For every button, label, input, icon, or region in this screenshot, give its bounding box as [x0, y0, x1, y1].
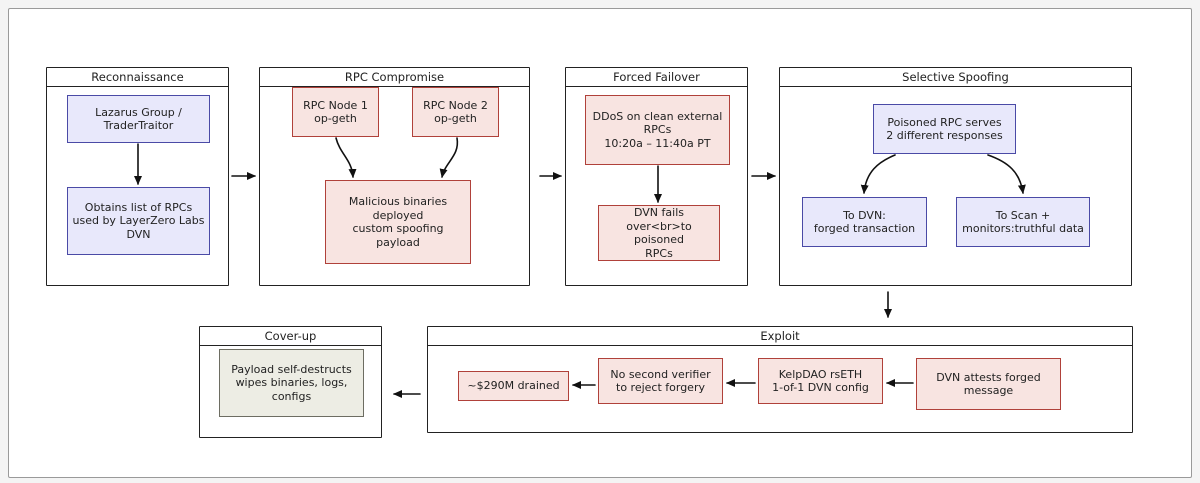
- node-payload-destructs: Payload self-destructs wipes binaries, l…: [219, 349, 364, 417]
- group-divider: [566, 86, 747, 87]
- group-divider: [200, 345, 381, 346]
- group-forced-failover: Forced Failover: [565, 67, 748, 286]
- node-obtains-rpcs: Obtains list of RPCs used by LayerZero L…: [67, 187, 210, 255]
- group-title-cover-up: Cover-up: [264, 329, 317, 343]
- group-selective-spoofing: Selective Spoofing: [779, 67, 1132, 286]
- group-divider: [260, 86, 529, 87]
- node-no-second-verifier: No second verifier to reject forgery: [598, 358, 723, 404]
- node-rpc-node-1: RPC Node 1 op-geth: [292, 87, 379, 137]
- arrow-rpc2-to-binaries: [439, 137, 459, 178]
- node-dvn-fails: DVN fails over<br>to poisoned RPCs: [598, 205, 720, 261]
- node-drained: ~$290M drained: [458, 371, 569, 401]
- node-rpc-node-2: RPC Node 2 op-geth: [412, 87, 499, 137]
- group-title-rpc-compromise: RPC Compromise: [344, 70, 445, 84]
- group-divider: [428, 345, 1132, 346]
- node-to-scan: To Scan + monitors:truthful data: [956, 197, 1090, 247]
- group-title-exploit: Exploit: [760, 329, 800, 343]
- group-divider: [780, 86, 1131, 87]
- group-cover-up: Cover-up: [199, 326, 382, 438]
- group-title-forced-failover: Forced Failover: [613, 70, 700, 84]
- group-title-selective-spoofing: Selective Spoofing: [902, 70, 1009, 84]
- node-poisoned-rpc: Poisoned RPC serves 2 different response…: [873, 104, 1016, 154]
- group-reconnaissance: Reconnaissance: [46, 67, 229, 286]
- arrow-poisoned-to-scan: [987, 154, 1026, 194]
- group-exploit: Exploit: [427, 326, 1133, 433]
- node-to-dvn: To DVN: forged transaction: [802, 197, 927, 247]
- arrow-rpc1-to-binaries: [335, 137, 357, 178]
- node-lazarus-group: Lazarus Group / TraderTraitor: [67, 95, 210, 143]
- group-title-reconnaissance: Reconnaissance: [91, 70, 184, 84]
- arrow-poisoned-to-dvn: [860, 154, 896, 194]
- node-kelpdao: KelpDAO rsETH 1-of-1 DVN config: [758, 358, 883, 404]
- node-malicious-binaries: Malicious binaries deployed custom spoof…: [325, 180, 471, 264]
- node-dvn-attests: DVN attests forged message: [916, 358, 1061, 410]
- node-ddos: DDoS on clean external RPCs 10:20a – 11:…: [585, 95, 730, 165]
- group-rpc-compromise: RPC Compromise: [259, 67, 530, 286]
- group-divider: [47, 86, 228, 87]
